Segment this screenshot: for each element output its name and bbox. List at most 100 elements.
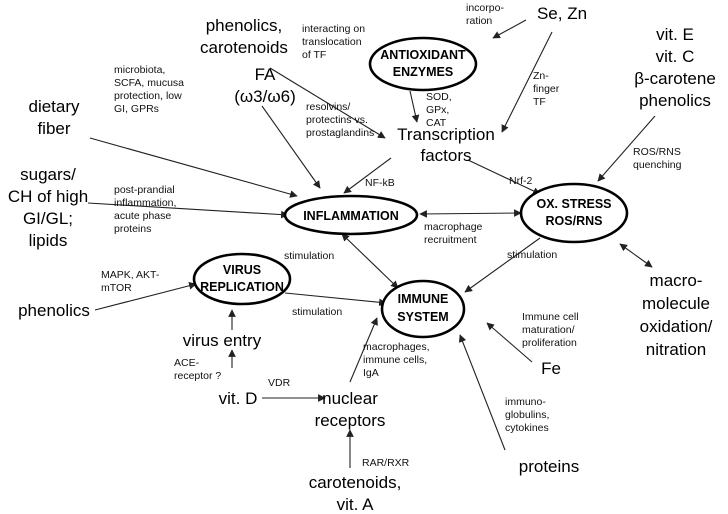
node-nuclear-line2: receptors <box>315 411 386 430</box>
hub-immune-line2: SYSTEM <box>397 310 448 324</box>
label-rar-rxr: RAR/RXR <box>362 457 410 469</box>
node-fe: Fe <box>541 359 561 378</box>
hub-ox-stress: OX. STRESS ROS/RNS <box>519 182 629 244</box>
node-sugars: sugars/ CH of high GI/GL; lipids <box>8 165 88 250</box>
node-fa-line2: (ω3/ω6) <box>234 87 296 106</box>
label-macrophages-line3: IgA <box>363 367 379 379</box>
node-fa: FA (ω3/ω6) <box>234 65 296 106</box>
node-phenolics: phenolics <box>18 301 90 320</box>
label-ace-line2: receptor ? <box>174 370 221 382</box>
label-microbiota: microbiota, SCFA, mucusa protection, low… <box>114 64 184 115</box>
label-ros-quenching: ROS/RNS quenching <box>633 146 682 171</box>
arrow-inflammation-oxstress <box>419 209 522 218</box>
label-immunoglobulins-line2: globulins, <box>505 409 549 421</box>
label-nfkb: NF-kB <box>365 177 395 189</box>
node-macromolecule-line1: macro- <box>650 271 703 290</box>
label-sod-line3: CAT <box>426 117 447 129</box>
label-incorporation-line2: ration <box>466 15 492 27</box>
node-vitamins-line3: β-carotene <box>634 69 716 88</box>
label-sod-line1: SOD, <box>426 91 452 103</box>
hub-inflammation-label: INFLAMMATION <box>303 209 399 223</box>
node-macromolecule-line4: nitration <box>646 340 706 359</box>
arrow-virus-to-immune <box>284 292 387 307</box>
node-vitamins-line4: phenolics <box>639 91 711 110</box>
label-zn-finger: Zn- finger TF <box>533 70 560 108</box>
node-macromolecule-line3: oxidation/ <box>640 317 713 336</box>
label-incorporation-line1: incorpo- <box>466 2 504 14</box>
label-macrophage-line1: macrophage <box>424 221 483 233</box>
arrow-transcription-to-oxstress <box>467 159 541 195</box>
node-se-zn: Se, Zn <box>537 4 587 23</box>
label-mapk: MAPK, AKT- mTOR <box>101 269 160 294</box>
node-vitamins-line1: vit. E <box>656 25 694 44</box>
label-interacting: interacting on translocation of TF <box>302 23 365 61</box>
hub-oxstress-line1: OX. STRESS <box>536 197 611 211</box>
label-macrophage-line2: recruitment <box>424 234 477 246</box>
node-phenolics-carotenoids: phenolics, carotenoids <box>200 16 288 57</box>
label-ros-quenching-line1: ROS/RNS <box>633 146 681 158</box>
node-dietary-fiber-line1: dietary <box>28 97 80 116</box>
hub-oxstress-line2: ROS/RNS <box>546 214 603 228</box>
hub-virus-replication: VIRUS REPLICATION <box>192 252 292 306</box>
arrow-fa-to-inflammation <box>261 105 321 189</box>
node-vit-d: vit. D <box>219 389 258 408</box>
hub-antioxidant-enzymes: ANTIOXIDANT ENZYMES <box>368 36 478 92</box>
node-vitamins: vit. E vit. C β-carotene phenolics <box>634 25 716 110</box>
label-macrophages: macrophages, immune cells, IgA <box>363 341 430 379</box>
label-immunoglobulins: immuno- globulins, cytokines <box>505 396 549 434</box>
node-macromolecule-line2: molecule <box>642 294 710 313</box>
arrow-sezn-to-antioxidant <box>492 19 527 39</box>
node-vitamins-line2: vit. C <box>656 47 695 66</box>
label-immune-cell-line2: maturation/ <box>522 324 575 336</box>
arrow-vitamins-to-oxstress <box>597 115 656 182</box>
label-ros-quenching-line2: quenching <box>633 159 682 171</box>
label-microbiota-line4: GI, GPRs <box>114 103 159 115</box>
node-sugars-line1: sugars/ <box>20 165 76 184</box>
label-interacting-line1: interacting on <box>302 23 365 35</box>
label-macrophages-line2: immune cells, <box>363 354 427 366</box>
label-immune-cell: Immune cell maturation/ proliferation <box>522 311 579 349</box>
node-phenolics-carotenoids-line2: carotenoids <box>200 38 288 57</box>
label-sod: SOD, GPx, CAT <box>426 91 452 129</box>
arrow-transcription-to-inflammation <box>343 157 392 194</box>
label-microbiota-line1: microbiota, <box>114 64 165 76</box>
label-postprandial-line1: post-prandial <box>114 184 175 196</box>
node-transcription-line1: Transcription <box>397 125 495 144</box>
label-immunoglobulins-line1: immuno- <box>505 396 546 408</box>
label-immune-cell-line3: proliferation <box>522 337 577 349</box>
label-macrophage: macrophage recruitment <box>424 221 483 246</box>
label-postprandial-line3: acute phase <box>114 210 171 222</box>
label-microbiota-line3: protection, low <box>114 90 182 102</box>
node-transcription-factors: Transcription factors <box>397 125 495 165</box>
label-zn-finger-line1: Zn- <box>533 70 549 82</box>
label-stimulation-left: stimulation <box>284 250 334 262</box>
hub-virus-line1: VIRUS <box>223 263 261 277</box>
label-interacting-line3: of TF <box>302 49 326 61</box>
label-zn-finger-line2: finger <box>533 83 560 95</box>
node-macromolecule: macro- molecule oxidation/ nitration <box>640 271 713 359</box>
hub-virus-line2: REPLICATION <box>200 280 284 294</box>
node-virus-entry: virus entry <box>183 331 262 350</box>
hub-inflammation: INFLAMMATION <box>283 194 419 236</box>
arrows <box>87 19 656 468</box>
label-zn-finger-line3: TF <box>533 96 546 108</box>
arrow-antioxidant-to-transcription <box>409 90 420 123</box>
node-sugars-line3: GI/GL; <box>23 209 73 228</box>
hub-immune-line1: IMMUNE <box>398 292 449 306</box>
node-sugars-line4: lipids <box>29 231 68 250</box>
node-carotenoids-line1: carotenoids, <box>309 473 402 492</box>
label-postprandial: post-prandial inflammation, acute phase … <box>114 184 176 235</box>
node-carotenoids-vit-a: carotenoids, vit. A <box>309 473 402 514</box>
arrow-nuclear-to-immune <box>349 317 378 383</box>
arrow-oxstress-macromolecule <box>619 243 653 268</box>
node-phenolics-carotenoids-line1: phenolics, <box>206 16 283 35</box>
label-resolvins: resolvins/ protectins vs. prostaglandins <box>306 101 374 139</box>
label-mapk-line2: mTOR <box>101 282 132 294</box>
arrow-phenolics-to-virus <box>94 281 197 311</box>
hub-antioxidant-line1: ANTIOXIDANT <box>380 48 466 62</box>
node-carotenoids-line2: vit. A <box>337 495 375 514</box>
label-immunoglobulins-line3: cytokines <box>505 422 549 434</box>
arrow-fe-to-immune <box>486 322 533 363</box>
label-macrophages-line1: macrophages, <box>363 341 430 353</box>
label-stimulation-virus: stimulation <box>292 306 342 318</box>
